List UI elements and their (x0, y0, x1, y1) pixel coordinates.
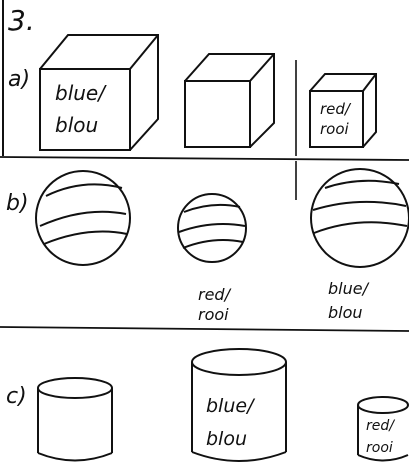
sphere-small-caption-line2: rooi (198, 305, 229, 324)
divider-a-b (0, 157, 409, 160)
cylinder-small-label-line2: rooi (366, 440, 393, 456)
cube-large-label-line2: blou (55, 113, 98, 137)
cylinder-large-label-line2: blou (206, 428, 247, 450)
row-label-c: c) (6, 384, 27, 409)
sphere-medium (36, 171, 130, 265)
sphere-large-caption-line1: blue/ (328, 279, 370, 298)
sphere-large-caption-line2: blou (328, 303, 363, 322)
cylinder-small-label-line1: red/ (366, 418, 395, 434)
row-label-b: b) (6, 191, 29, 216)
cube-large-label-line1: blue/ (55, 81, 107, 105)
cylinder-medium (38, 378, 112, 461)
question-number: 3. (8, 4, 35, 37)
cube-small-label-line1: red/ (320, 100, 352, 118)
cube-small-label-line2: rooi (320, 120, 350, 138)
row-label-a: a) (8, 67, 30, 92)
sphere-small-caption-line1: red/ (198, 285, 232, 304)
divider-b-c (0, 327, 409, 331)
cylinder-large-label-line1: blue/ (206, 395, 256, 417)
sphere-large (311, 169, 409, 267)
sphere-small (178, 194, 246, 262)
cube-medium (185, 54, 274, 147)
